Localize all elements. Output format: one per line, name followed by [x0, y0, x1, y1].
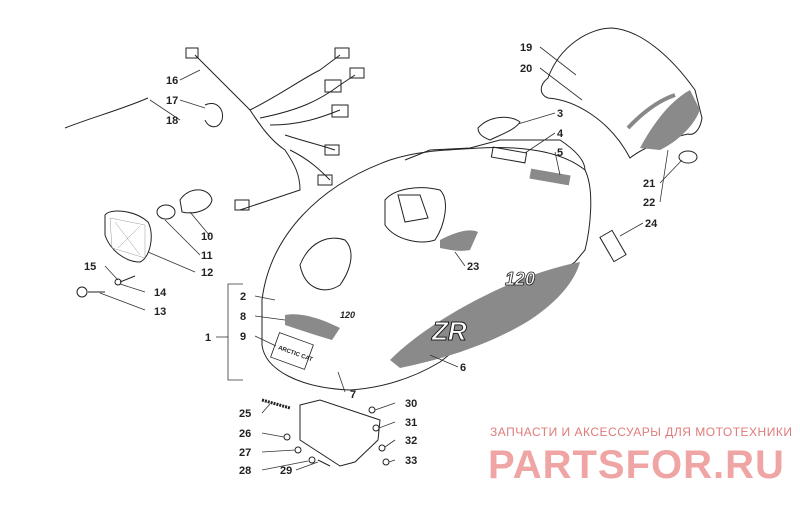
hood-model-decal: ZR — [431, 316, 467, 346]
label-24: 24 — [645, 218, 658, 230]
bracket — [299, 399, 381, 467]
label-9: 9 — [240, 331, 246, 343]
label-10: 10 — [201, 231, 213, 243]
label-13: 13 — [154, 306, 166, 318]
headlight — [104, 210, 152, 263]
label-20: 20 — [520, 63, 532, 75]
headlight-screws — [76, 275, 136, 298]
windshield — [540, 27, 703, 164]
ground-wire — [64, 97, 149, 129]
bulb — [156, 204, 176, 220]
label-32: 32 — [405, 435, 417, 447]
label-23: 23 — [467, 261, 479, 273]
watermark-brand: PARTSFOR.RU — [488, 443, 785, 487]
label-8: 8 — [240, 311, 246, 323]
hood: ZR 120 120 ARCTIC CAT — [261, 139, 592, 391]
label-26: 26 — [239, 428, 251, 440]
label-12: 12 — [201, 267, 213, 279]
label-22: 22 — [643, 197, 655, 209]
label-11: 11 — [201, 250, 213, 262]
label-4: 4 — [557, 128, 564, 140]
arctic-cat-badge: ARCTIC CAT — [277, 345, 313, 363]
label-1: 1 — [205, 332, 211, 344]
socket — [179, 189, 213, 214]
hood-side-text-decal: 120 — [340, 310, 355, 320]
label-7: 7 — [350, 389, 356, 401]
label-6: 6 — [460, 362, 466, 374]
label-21: 21 — [643, 178, 655, 190]
hood-decals-3-4-5 — [477, 116, 627, 263]
label-33: 33 — [405, 455, 417, 467]
callout-labels: 16 17 18 19 20 3 4 5 21 22 24 23 6 7 10 … — [84, 42, 658, 477]
label-19: 19 — [520, 42, 532, 54]
label-2: 2 — [240, 291, 246, 303]
label-25: 25 — [239, 408, 251, 420]
watermark-tagline: ЗАПЧАСТИ И АКСЕССУАРЫ ДЛЯ МОТОТЕХНИКИ — [490, 425, 792, 439]
label-27: 27 — [239, 447, 251, 459]
label-31: 31 — [405, 417, 417, 429]
label-3: 3 — [557, 108, 563, 120]
clamp — [204, 103, 224, 128]
label-16: 16 — [166, 75, 178, 87]
label-29: 29 — [280, 465, 292, 477]
label-15: 15 — [84, 261, 96, 273]
fasteners-30-33 — [368, 406, 390, 466]
label-5: 5 — [557, 147, 563, 159]
label-18: 18 — [166, 115, 178, 127]
hood-number-decal: 120 — [505, 269, 535, 289]
leader-lines — [99, 46, 683, 471]
wire-harness — [185, 47, 365, 211]
label-30: 30 — [405, 398, 417, 410]
label-17: 17 — [166, 95, 178, 107]
spring — [261, 398, 291, 410]
label-14: 14 — [154, 287, 167, 299]
watermark: ЗАПЧАСТИ И АКСЕССУАРЫ ДЛЯ МОТОТЕХНИКИ PA… — [488, 425, 792, 487]
label-28: 28 — [239, 465, 251, 477]
